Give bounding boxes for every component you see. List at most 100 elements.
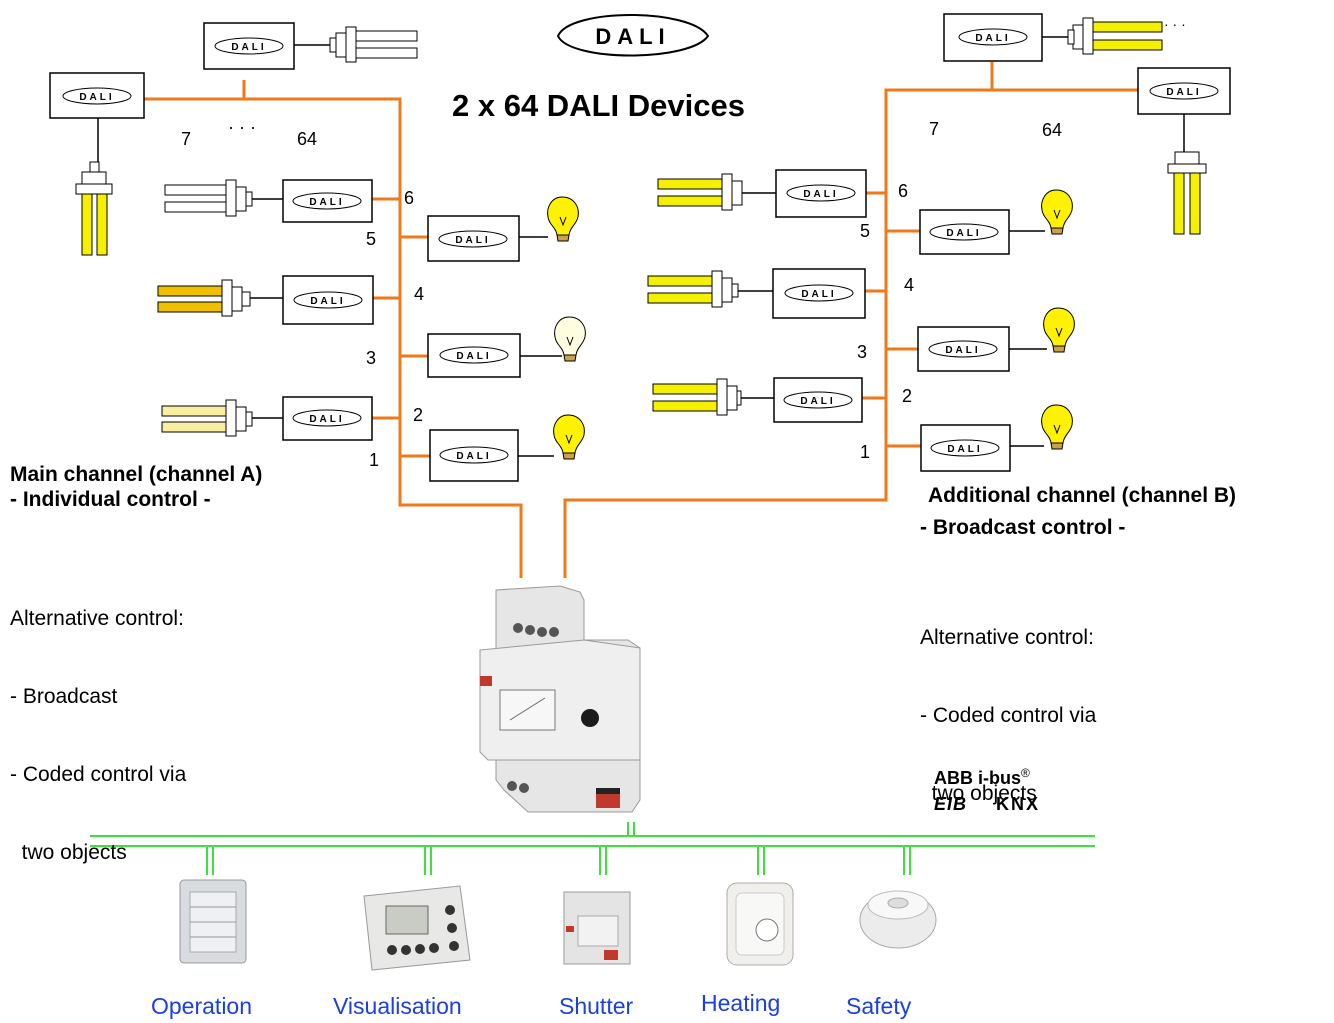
- dali-box-a5: DALI: [427, 215, 520, 262]
- channel-a-number-7: 7: [181, 129, 192, 149]
- dali-box-b3: DALI: [917, 326, 1010, 372]
- channel-a-number-1: 1: [369, 450, 380, 470]
- channel-b-alt-item-2: two objects: [920, 782, 1037, 805]
- visualisation-device: [363, 885, 471, 971]
- shutter-device: [563, 891, 631, 965]
- dali-box-a3: DALI: [427, 333, 521, 378]
- channel-b-number-1: 1: [860, 442, 871, 462]
- channel-a-alternative: Alternative control: - Broadcast - Coded…: [10, 554, 186, 892]
- registered-mark: ®: [1021, 766, 1030, 780]
- channel-a-alt-title: Alternative control:: [10, 607, 184, 630]
- dali-boxes: DALI DALI DALI DALI DALI DALI DALI DALI …: [49, 13, 1231, 482]
- dali-label: DALI: [1166, 87, 1201, 98]
- dali-label: DALI: [231, 42, 266, 53]
- lamp-b4: [647, 270, 739, 308]
- lamp-b6: [657, 173, 743, 211]
- dali-label: DALI: [456, 451, 491, 462]
- channel-b-alt-item-1: - Coded control via: [920, 704, 1097, 727]
- lamp-a4: [157, 279, 251, 317]
- heating-device: [726, 882, 794, 966]
- channel-a-number-2: 2: [413, 405, 424, 425]
- dali-label: DALI: [456, 351, 491, 362]
- dali-label: DALI: [455, 235, 490, 246]
- abb-ibus-text: ABB i-bus: [934, 768, 1021, 788]
- channel-b-number-2: 2: [902, 386, 913, 406]
- caption-visualisation: Visualisation: [333, 993, 462, 1019]
- bulb-icon-b5: [1041, 189, 1073, 235]
- channel-a-wiring: [144, 80, 523, 578]
- channel-b-number-5: 5: [860, 221, 871, 241]
- lamp-a-top: [329, 26, 418, 63]
- dali-label: DALI: [800, 396, 835, 407]
- channel-a-number-6: 6: [404, 188, 415, 208]
- dali-box-b1: DALI: [943, 13, 1043, 62]
- lamp-a2: [161, 399, 253, 437]
- dali-box-a1: DALI: [203, 22, 295, 70]
- dali-box-b1b: DALI: [920, 424, 1011, 472]
- dali-box-a4: DALI: [282, 275, 374, 325]
- safety-device: [859, 890, 937, 949]
- dali-label: DALI: [309, 414, 344, 425]
- dali-label: DALI: [945, 345, 980, 356]
- caption-shutter: Shutter: [559, 993, 634, 1019]
- dali-label: DALI: [310, 296, 345, 307]
- lamp-b-right: [1167, 151, 1207, 235]
- channel-a-number-3: 3: [366, 348, 377, 368]
- caption-safety: Safety: [846, 993, 912, 1019]
- lamp-b2: [652, 378, 742, 416]
- bulb-icon-b3: [1043, 307, 1075, 353]
- abb-ibus-brand: ABB i-bus®: [934, 766, 1030, 789]
- channel-a-heading: Main channel (channel A) - Individual co…: [10, 462, 262, 512]
- channel-b-number-7: 7: [929, 119, 940, 139]
- channel-a-ellipsis: · · ·: [228, 117, 256, 137]
- channel-b-ellipsis: · · ·: [1164, 16, 1186, 32]
- bulb-icon-a3: [554, 316, 586, 362]
- operation-device: [179, 879, 247, 964]
- dali-box-a6: DALI: [282, 179, 373, 223]
- channel-b-alternative: Alternative control: - Coded control via…: [920, 573, 1096, 833]
- dali-label: DALI: [946, 228, 981, 239]
- dali-box-b2b: DALI: [773, 377, 863, 423]
- channel-a-alt-item-3: two objects: [10, 841, 127, 864]
- dali-box-b2: DALI: [1137, 67, 1231, 115]
- bulb-icon-b1: [1041, 404, 1073, 450]
- dali-box-a1b: DALI: [429, 429, 519, 482]
- channel-a-alt-item-1: - Broadcast: [10, 685, 118, 708]
- dali-box-b6: DALI: [775, 169, 867, 218]
- channel-a-heading-line2: - Individual control -: [10, 488, 211, 511]
- channel-b-number-3: 3: [857, 342, 868, 362]
- dali-logo: DALI: [556, 14, 710, 57]
- bulb-icon-a1: [553, 414, 585, 460]
- channel-a-number-4: 4: [414, 284, 425, 304]
- channel-b-alt-title: Alternative control:: [920, 626, 1094, 649]
- caption-operation: Operation: [151, 993, 253, 1019]
- dali-box-b4: DALI: [772, 268, 866, 319]
- page-title: 2 x 64 DALI Devices: [452, 88, 745, 123]
- dali-label: DALI: [947, 444, 982, 455]
- dali-gateway-device: [479, 578, 665, 813]
- lamp-a-left: [75, 161, 113, 256]
- dali-label: DALI: [803, 189, 838, 200]
- dali-label: DALI: [309, 197, 344, 208]
- dali-label: DALI: [975, 33, 1010, 44]
- bulb-icon-a5: [547, 196, 579, 242]
- lamp-a6: [164, 179, 253, 217]
- dali-box-b5: DALI: [919, 209, 1010, 255]
- dali-label: DALI: [801, 289, 836, 300]
- channel-b-number-4: 4: [904, 275, 915, 295]
- caption-heating: Heating: [701, 990, 781, 1016]
- channel-b-heading-line1: Additional channel (channel B): [928, 484, 1237, 507]
- knx-logo: KNX: [996, 794, 1041, 814]
- eib-logo: EIB: [934, 794, 968, 814]
- channel-a-number-64: 64: [297, 129, 318, 149]
- dali-logo-text: DALI: [595, 24, 670, 49]
- channel-b-number-64: 64: [1042, 120, 1063, 140]
- bus-line: [90, 822, 1095, 875]
- channel-a-alt-item-2: - Coded control via: [10, 763, 187, 786]
- device-connectors: [97, 36, 1185, 457]
- dali-box-a2b: DALI: [282, 396, 373, 441]
- dali-label: DALI: [79, 92, 114, 103]
- lamp-b-top: [1067, 17, 1163, 55]
- channel-b-heading-line2: - Broadcast control -: [920, 516, 1126, 539]
